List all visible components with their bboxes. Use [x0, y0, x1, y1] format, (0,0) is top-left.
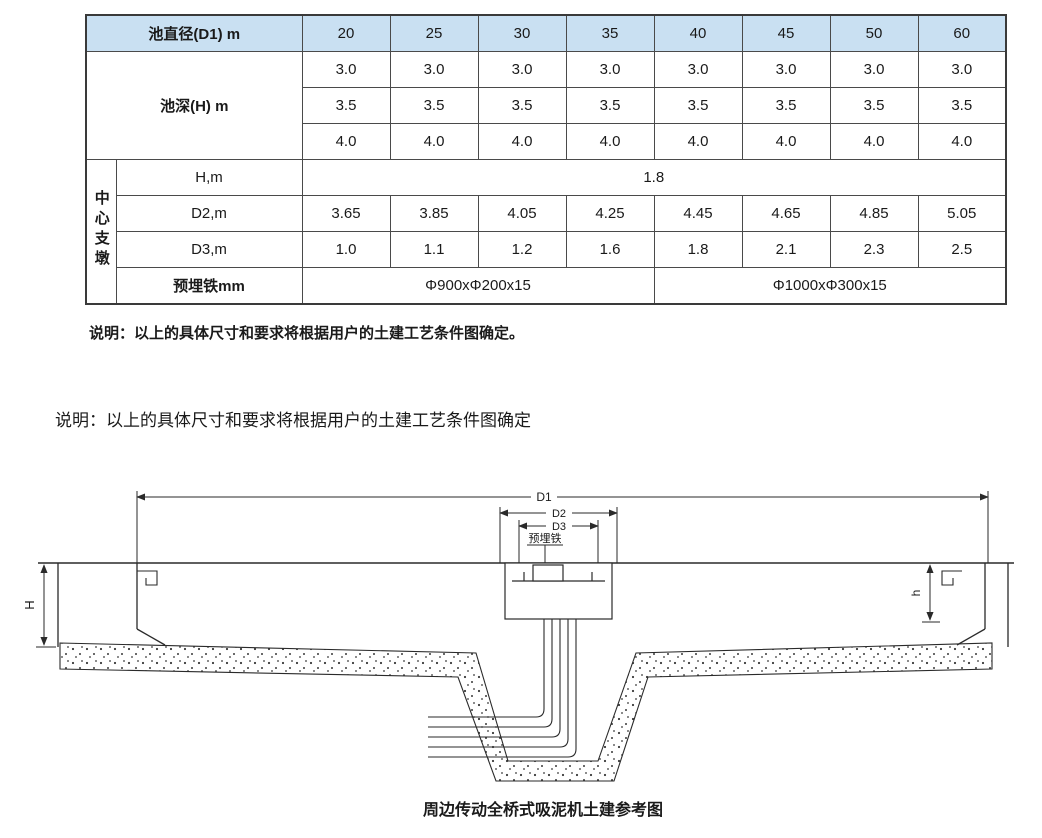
table-cell: 4.85 — [829, 195, 919, 232]
table-cell-iron-right: Φ1000xΦ300x15 — [653, 267, 1007, 305]
standalone-note: 说明：以上的具体尺寸和要求将根据用户的土建工艺条件图确定 — [55, 411, 531, 430]
label-d2: D2,m — [115, 195, 303, 232]
table-cell: 4.0 — [917, 123, 1007, 160]
dimension-d2 — [499, 506, 618, 563]
table-row-header: 池直径(D1) m 20 25 30 35 40 45 50 60 — [85, 14, 1007, 52]
table-cell: 3.5 — [829, 87, 919, 124]
dimension-h-small — [922, 564, 940, 623]
table-cell-h-value: 1.8 — [301, 159, 1007, 196]
header-pool-diameter: 池直径(D1) m — [85, 14, 303, 52]
header-diameter-25: 25 — [389, 14, 479, 52]
label-pool-depth: 池深(H) m — [85, 51, 303, 160]
dimension-H — [36, 564, 56, 648]
table-cell: 3.5 — [389, 87, 479, 124]
table-cell: 4.25 — [565, 195, 655, 232]
table-cell: 4.0 — [565, 123, 655, 160]
table-cell: 3.0 — [389, 51, 479, 88]
spec-table-section: 池直径(D1) m 20 25 30 35 40 45 50 60 池深(H) … — [85, 14, 1042, 305]
table-cell: 4.45 — [653, 195, 743, 232]
header-diameter-40: 40 — [653, 14, 743, 52]
table-cell: 1.0 — [301, 231, 391, 268]
sludge-pipes — [428, 619, 577, 758]
table-cell: 4.0 — [741, 123, 831, 160]
table-cell: 1.6 — [565, 231, 655, 268]
table-cell: 3.5 — [565, 87, 655, 124]
table-cell: 4.0 — [301, 123, 391, 160]
header-diameter-60: 60 — [917, 14, 1007, 52]
d3-label: D3 — [552, 521, 566, 533]
header-diameter-50: 50 — [829, 14, 919, 52]
embedded-iron-label: 预埋铁 — [529, 532, 562, 545]
right-wall — [941, 563, 1009, 647]
table-cell: 2.3 — [829, 231, 919, 268]
spec-table: 池直径(D1) m 20 25 30 35 40 45 50 60 池深(H) … — [85, 14, 1008, 305]
table-row-depth-3: 4.0 4.0 4.0 4.0 4.0 4.0 4.0 4.0 — [86, 123, 1007, 160]
table-cell: 2.5 — [917, 231, 1007, 268]
dimension-d1 — [136, 490, 989, 563]
table-cell: 1.1 — [389, 231, 479, 268]
table-cell: 4.0 — [389, 123, 479, 160]
table-cell: 3.5 — [653, 87, 743, 124]
table-row-pier-h: 中心支墩 H,m 1.8 — [85, 159, 1007, 305]
table-cell: 3.0 — [829, 51, 919, 88]
table-cell: 3.85 — [389, 195, 479, 232]
table-cell: 3.0 — [917, 51, 1007, 88]
table-cell: 3.0 — [477, 51, 567, 88]
dimension-d3 — [518, 519, 599, 563]
H-label: H — [22, 600, 37, 609]
diagram-caption: 周边传动全桥式吸泥机土建参考图 — [422, 802, 663, 819]
d1-label: D1 — [536, 490, 552, 504]
concrete-slab — [59, 642, 993, 782]
label-h: H,m — [115, 159, 303, 196]
label-center-pier: 中心支墩 — [85, 159, 117, 305]
table-cell: 1.2 — [477, 231, 567, 268]
civil-work-diagram: D1 D2 D3 预埋铁 H h 周边传动全桥式吸泥机土建参考图 — [0, 477, 1042, 820]
table-cell: 1.8 — [653, 231, 743, 268]
table-cell: 3.0 — [565, 51, 655, 88]
table-cell: 4.0 — [829, 123, 919, 160]
left-wall — [57, 563, 166, 647]
header-diameter-20: 20 — [301, 14, 391, 52]
label-d3: D3,m — [115, 231, 303, 268]
table-cell: 3.5 — [301, 87, 391, 124]
table-cell: 3.5 — [741, 87, 831, 124]
table-row-pier-d2: D2,m 3.65 3.85 4.05 4.25 4.45 4.65 4.85 … — [86, 195, 1007, 232]
table-cell: 4.0 — [477, 123, 567, 160]
table-cell: 4.65 — [741, 195, 831, 232]
table-cell: 3.0 — [653, 51, 743, 88]
label-embedded-iron: 预埋铁mm — [115, 267, 303, 305]
table-cell: 2.1 — [741, 231, 831, 268]
table-cell: 3.0 — [301, 51, 391, 88]
table-row-depth-2: 3.5 3.5 3.5 3.5 3.5 3.5 3.5 3.5 — [86, 87, 1007, 124]
header-diameter-35: 35 — [565, 14, 655, 52]
table-cell: 3.0 — [741, 51, 831, 88]
table-cell: 4.05 — [477, 195, 567, 232]
center-pier — [504, 562, 613, 620]
table-row-pier-iron: 预埋铁mm Φ900xΦ200x15 Φ1000xΦ300x15 — [86, 267, 1007, 305]
label-center-pier-text: 中心支墩 — [92, 189, 110, 270]
table-cell: 4.0 — [653, 123, 743, 160]
table-cell: 5.05 — [917, 195, 1007, 232]
d2-label: D2 — [552, 508, 566, 520]
table-cell: 3.5 — [477, 87, 567, 124]
header-diameter-45: 45 — [741, 14, 831, 52]
table-note: 说明：以上的具体尺寸和要求将根据用户的土建工艺条件图确定。 — [89, 325, 525, 342]
diagram-svg: D1 D2 D3 预埋铁 H h — [22, 490, 1014, 782]
table-cell: 3.5 — [917, 87, 1007, 124]
table-row-depth-1: 池深(H) m 3.0 3.0 3.0 3.0 3.0 3.0 3.0 3.0 — [85, 51, 1007, 160]
h-label: h — [909, 590, 923, 597]
embedded-iron-leader — [521, 532, 569, 563]
table-cell-iron-left: Φ900xΦ200x15 — [301, 267, 655, 305]
table-cell: 3.65 — [301, 195, 391, 232]
table-row-pier-d3: D3,m 1.0 1.1 1.2 1.6 1.8 2.1 2.3 2.5 — [86, 231, 1007, 268]
header-diameter-30: 30 — [477, 14, 567, 52]
